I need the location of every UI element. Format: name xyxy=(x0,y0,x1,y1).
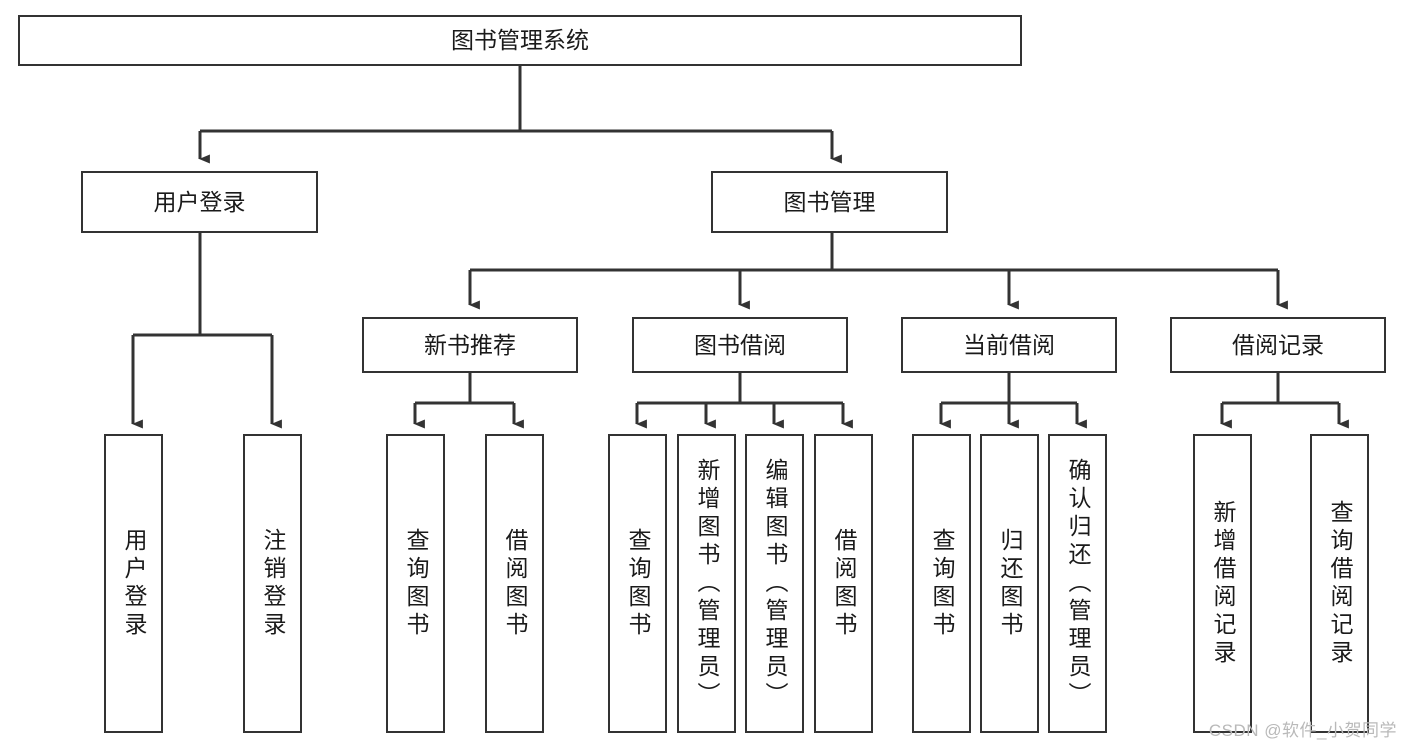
leaf-user-login-logout[interactable]: 注销登录 xyxy=(243,434,302,733)
leaf-borrow-record-add[interactable]: 新增借阅记录 xyxy=(1193,434,1252,733)
node-label: 借阅图书 xyxy=(502,527,528,640)
leaf-user-login-login[interactable]: 用户登录 xyxy=(104,434,163,733)
leaf-current-borrow-query[interactable]: 查询图书 xyxy=(912,434,971,733)
node-label: 用户登录 xyxy=(153,188,246,215)
node-label: 确认归还（管理员） xyxy=(1065,457,1091,710)
node-book-management[interactable]: 图书管理 xyxy=(711,171,948,233)
node-root-system[interactable]: 图书管理系统 xyxy=(18,15,1022,66)
node-label: 当前借阅 xyxy=(963,331,1055,358)
node-label: 新书推荐 xyxy=(424,331,516,358)
leaf-book-borrow-add[interactable]: 新增图书（管理员） xyxy=(677,434,736,733)
node-book-borrow[interactable]: 图书借阅 xyxy=(632,317,848,373)
leaf-book-borrow-edit[interactable]: 编辑图书（管理员） xyxy=(745,434,804,733)
node-user-login[interactable]: 用户登录 xyxy=(81,171,318,233)
node-label: 借阅图书 xyxy=(831,527,857,640)
node-label: 图书管理系统 xyxy=(451,27,589,54)
node-label: 编辑图书（管理员） xyxy=(762,457,788,710)
leaf-new-book-borrow[interactable]: 借阅图书 xyxy=(485,434,544,733)
node-label: 用户登录 xyxy=(121,527,147,640)
leaf-borrow-record-query[interactable]: 查询借阅记录 xyxy=(1310,434,1369,733)
leaf-current-borrow-return[interactable]: 归还图书 xyxy=(980,434,1039,733)
leaf-current-borrow-confirm[interactable]: 确认归还（管理员） xyxy=(1048,434,1107,733)
node-label: 查询图书 xyxy=(625,527,651,640)
node-label: 新增图书（管理员） xyxy=(694,457,720,710)
node-label: 查询借阅记录 xyxy=(1327,499,1353,668)
node-label: 查询图书 xyxy=(929,527,955,640)
node-new-book-recommend[interactable]: 新书推荐 xyxy=(362,317,578,373)
node-label: 注销登录 xyxy=(260,527,286,640)
node-label: 图书借阅 xyxy=(694,331,786,358)
node-borrow-record[interactable]: 借阅记录 xyxy=(1170,317,1386,373)
node-label: 新增借阅记录 xyxy=(1210,499,1236,668)
node-label: 查询图书 xyxy=(403,527,429,640)
node-label: 归还图书 xyxy=(997,527,1023,640)
node-current-borrow[interactable]: 当前借阅 xyxy=(901,317,1117,373)
leaf-new-book-query[interactable]: 查询图书 xyxy=(386,434,445,733)
node-label: 借阅记录 xyxy=(1232,331,1324,358)
leaf-book-borrow-borrow[interactable]: 借阅图书 xyxy=(814,434,873,733)
node-label: 图书管理 xyxy=(783,188,876,215)
leaf-book-borrow-query[interactable]: 查询图书 xyxy=(608,434,667,733)
